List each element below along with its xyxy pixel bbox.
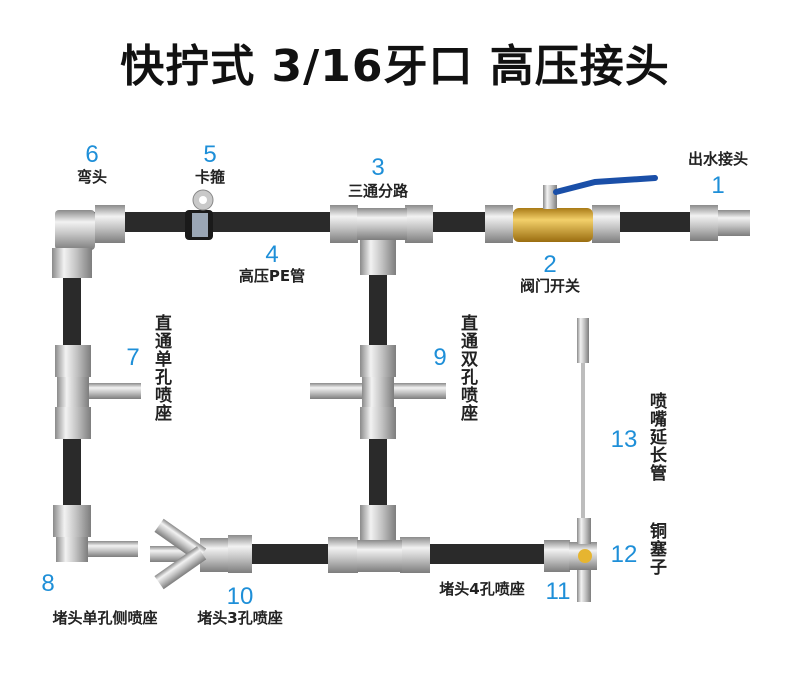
part-label-12: 铜塞子 [646,522,666,576]
part-number-3: 3 [371,154,385,181]
plug-single-side-nozzle-seat [53,505,138,562]
part-label-13: 喷嘴延长管 [646,392,666,482]
elbow-fitting [52,205,125,278]
part-number-4: 4 [265,241,279,268]
part-number-12: 12 [610,541,638,568]
part-number-7: 7 [126,344,140,371]
part-number-2: 2 [543,251,557,278]
ball-valve [485,175,658,243]
outlet-fitting [690,205,750,241]
part-label-10: 堵头3孔喷座 [197,609,283,627]
part-label-4: 高压PE管 [238,267,306,285]
part-label-1: 出水接头 [687,150,749,168]
part-number-13: 13 [610,426,638,453]
part-label-7: 直通单孔喷座 [151,314,171,422]
plug-3-hole-nozzle-seat [150,518,252,590]
plug-4-hole-nozzle-seat [544,518,597,602]
part-label-6: 弯头 [76,168,108,186]
extension-tube-ends [577,318,589,363]
extension-tube [581,330,585,530]
part-number-11: 11 [545,578,571,605]
part-number-9: 9 [433,344,447,371]
straight-double-nozzle-seat [310,345,446,439]
pipe-clamp [185,189,214,240]
page-title: 快拧式 3/16牙口 高压接头 [120,41,670,92]
part-label-11: 堵头4孔喷座 [439,580,525,598]
part-number-6: 6 [85,141,99,168]
part-label-9: 直通双孔喷座 [457,314,477,422]
part-label-3: 三通分路 [347,182,409,200]
bottom-tee-fitting [328,505,430,573]
part-number-10: 10 [226,583,254,610]
part-label-8: 堵头单孔侧喷座 [52,609,158,627]
part-label-5: 卡箍 [194,168,226,186]
copper-plug [578,549,592,563]
part-number-1: 1 [711,172,725,199]
straight-single-nozzle-seat [55,345,141,439]
part-number-5: 5 [203,141,217,168]
part-number-8: 8 [41,570,55,597]
part-label-2: 阀门开关 [519,277,581,295]
tee-fitting [330,205,433,275]
